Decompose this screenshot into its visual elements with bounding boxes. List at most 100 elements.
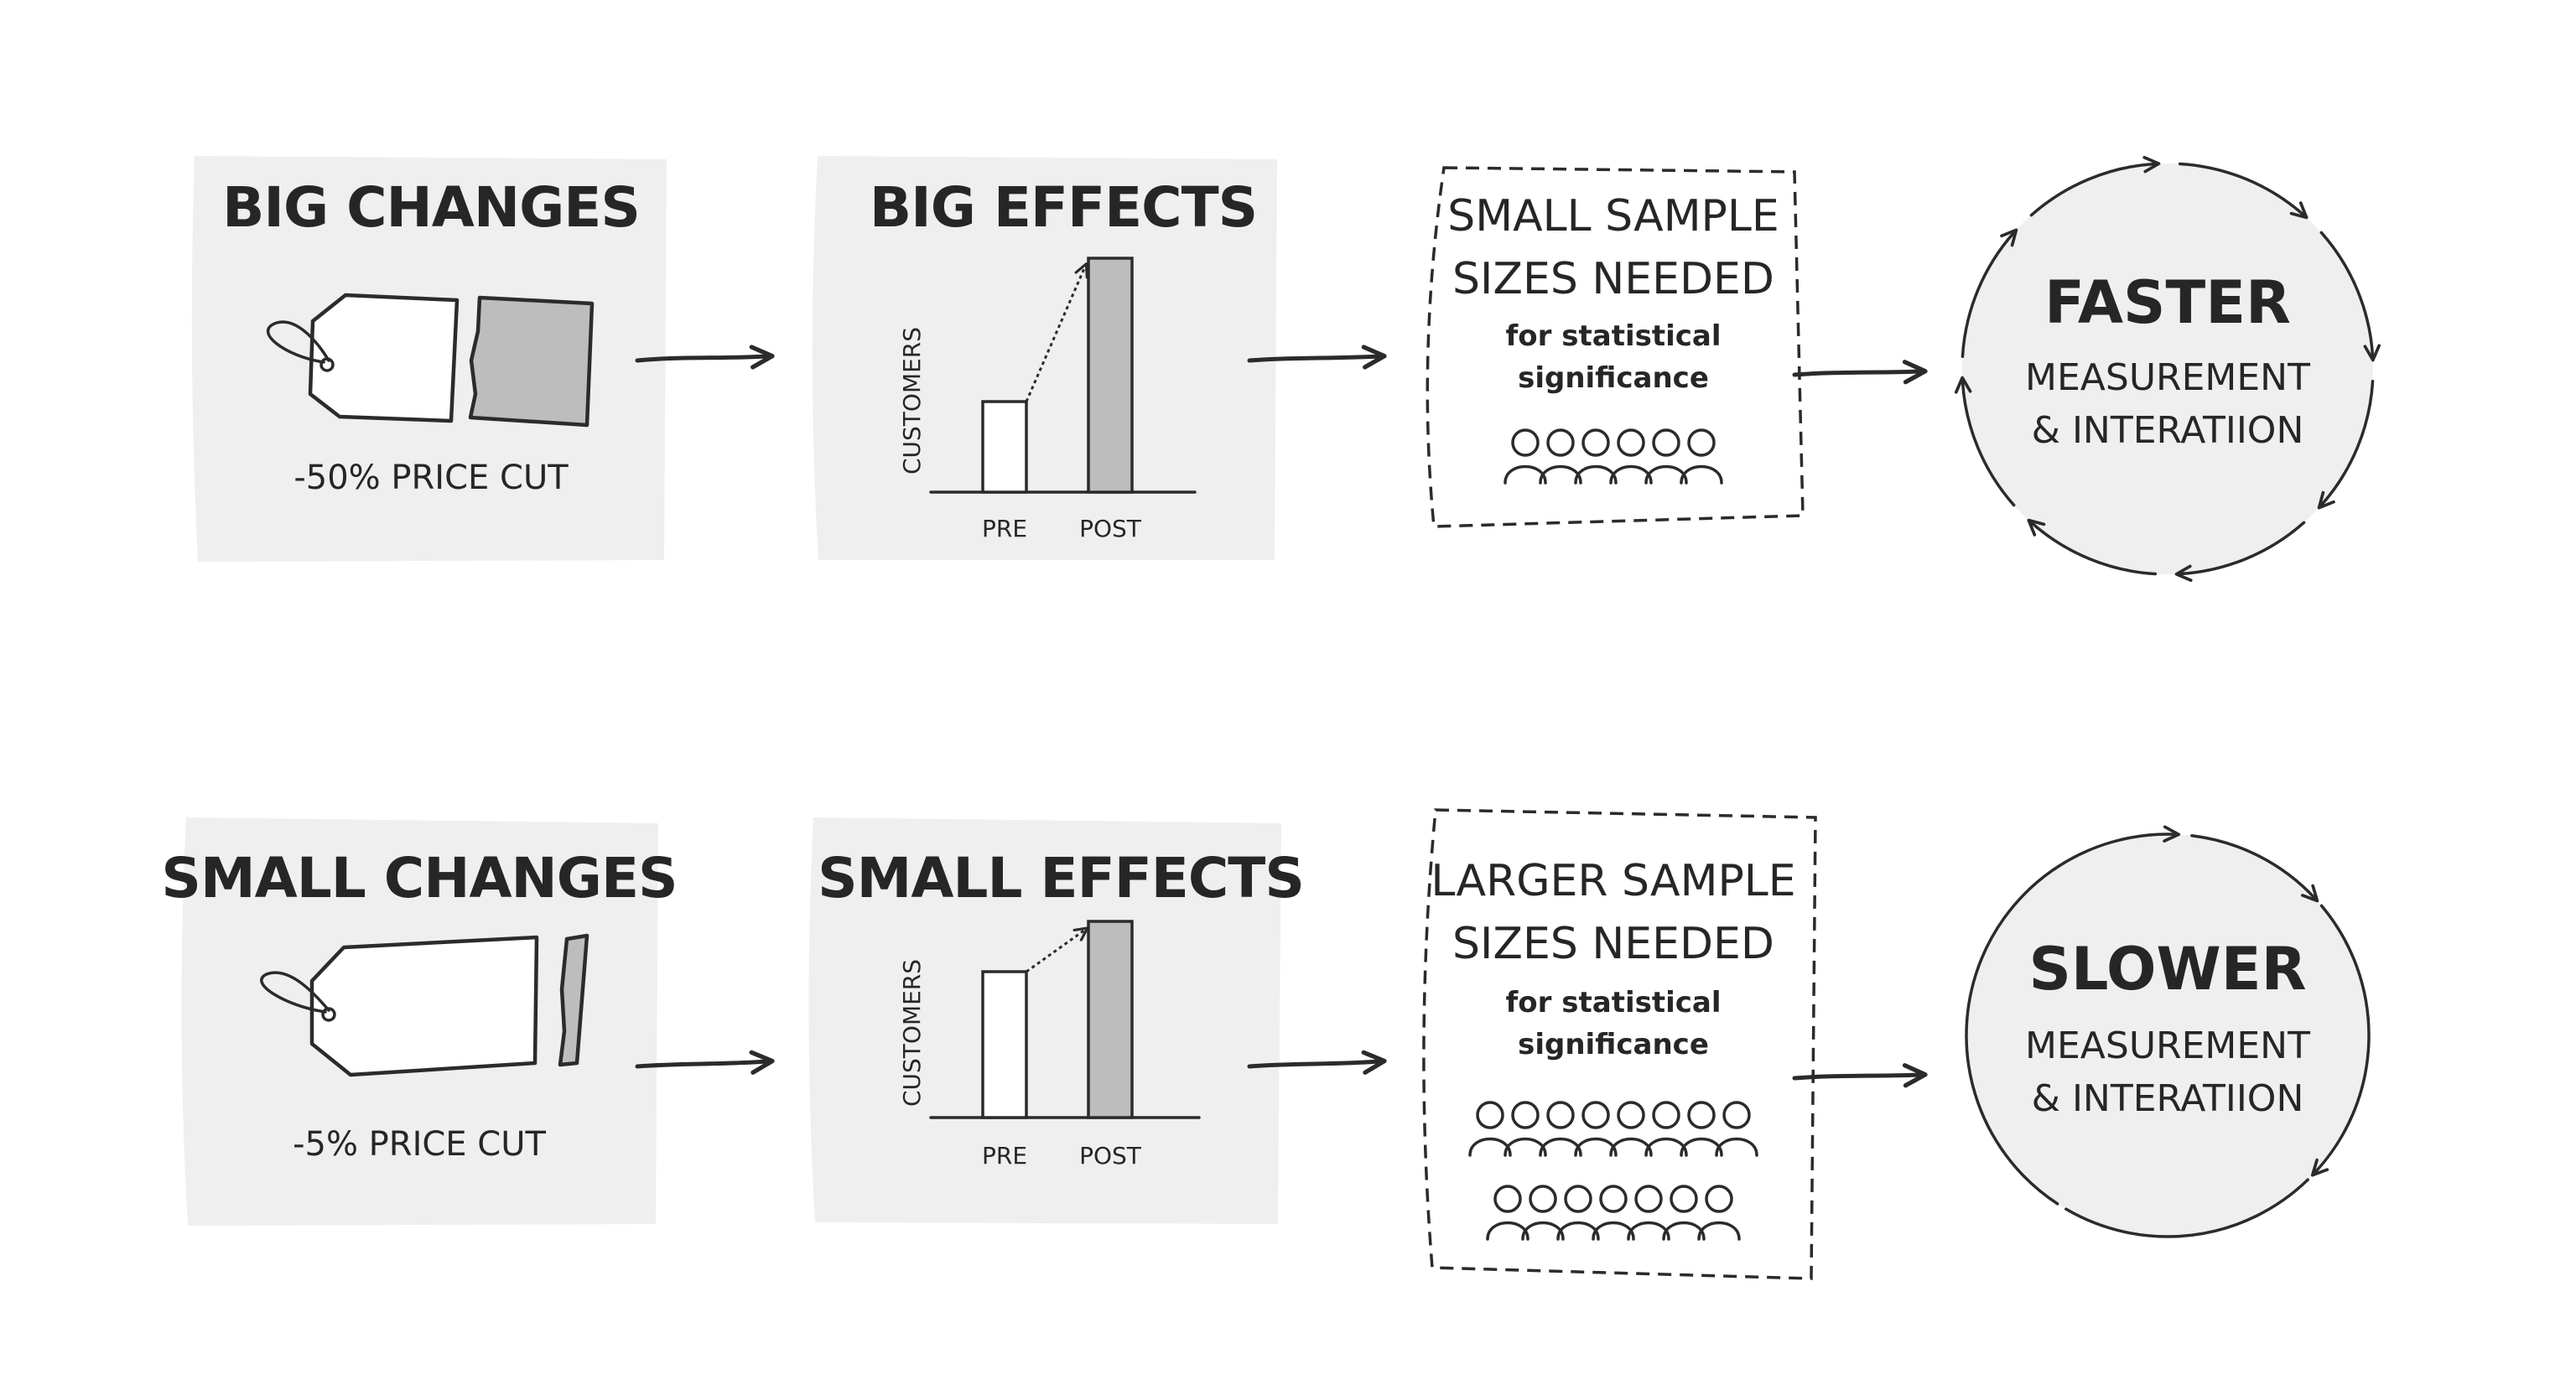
trend-arrow — [1026, 926, 1089, 973]
arrow-right-icon — [1792, 1063, 1928, 1088]
person-icon — [1564, 1185, 1592, 1213]
box-title-line1: LARGER SAMPLE — [1431, 856, 1795, 906]
person-body — [1486, 1221, 1530, 1241]
arrow-right-icon — [1247, 1050, 1387, 1075]
trend-arrow — [1025, 262, 1088, 402]
people-group-icon — [1468, 1101, 1758, 1241]
price-tag-icon — [266, 293, 460, 423]
person-icon — [1652, 1101, 1680, 1129]
person-icon — [1652, 428, 1680, 457]
cycle-line1: MEASUREMENT — [2025, 1024, 2310, 1067]
torn-price-piece — [558, 933, 589, 1067]
cycle-line2: & INTERATIION — [2032, 1077, 2304, 1120]
person-icon — [1546, 428, 1575, 457]
person-icon — [1722, 1101, 1751, 1129]
arrow-right-icon — [1247, 345, 1387, 370]
person-icon — [1493, 1185, 1522, 1213]
torn-price-piece — [468, 295, 595, 428]
panel-caption: -5% PRICE CUT — [293, 1125, 546, 1164]
person-icon — [1634, 1185, 1663, 1213]
person-body — [1627, 1221, 1670, 1241]
person-body — [1644, 464, 1688, 485]
arrow-right-icon — [635, 1050, 775, 1075]
box-title-line1: SMALL SAMPLE — [1447, 191, 1779, 241]
person-body — [1539, 464, 1582, 485]
arrow-right-icon — [635, 345, 775, 370]
cycle-arrow-segment — [2190, 833, 2319, 903]
box-title-line2: SIZES NEEDED — [1452, 254, 1774, 304]
person-body — [1697, 1221, 1741, 1241]
arrow-right-icon — [1792, 360, 1928, 385]
person-body — [1504, 464, 1547, 485]
row-small-changes: SMALL CHANGES -5% PRICE CUT SMALL EFFECT… — [161, 808, 2371, 1280]
person-icon — [1687, 1101, 1716, 1129]
cycle-line1: MEASUREMENT — [2025, 356, 2310, 399]
person-body — [1609, 1137, 1653, 1157]
x-label-post: POST — [1079, 1142, 1142, 1170]
person-icon — [1546, 1101, 1575, 1129]
bar-chart: CUSTOMERS PRE POST — [898, 257, 1197, 542]
cycle-arrow-segment — [2174, 521, 2306, 583]
sample-size-box: LARGER SAMPLE SIZES NEEDED for statistic… — [1422, 808, 1817, 1280]
x-label-pre: PRE — [982, 515, 1027, 542]
person-body — [1556, 1221, 1600, 1241]
box-note-line1: for statistical — [1506, 986, 1722, 1019]
cycle-slower: SLOWER MEASUREMENT & INTERATIION — [1965, 825, 2371, 1238]
cycle-arrow-segment — [1965, 825, 2181, 1206]
person-body — [1680, 464, 1723, 485]
cycle-title: SLOWER — [2029, 935, 2307, 1004]
person-body — [1504, 1137, 1547, 1157]
cycle-arrow-segment — [2029, 155, 2161, 217]
bar-post — [1087, 257, 1134, 494]
person-icon — [1511, 428, 1540, 457]
cycle-arrow-segment — [1954, 376, 2016, 507]
y-axis-label: CUSTOMERS — [898, 959, 926, 1107]
person-icon — [1617, 1101, 1645, 1129]
person-body — [1715, 1137, 1758, 1157]
box-note-line1: for statistical — [1506, 319, 1722, 353]
person-body — [1609, 464, 1653, 485]
cycle-arrow-segment — [2064, 1178, 2309, 1238]
box-title-line2: SIZES NEEDED — [1452, 919, 1774, 969]
bar-pre — [981, 400, 1028, 494]
row-big-changes: BIG CHANGES -50% PRICE CUT BIG EFFECTS C… — [191, 155, 2381, 583]
panel-big-changes: BIG CHANGES -50% PRICE CUT — [191, 156, 667, 562]
cycle-arrow-segment — [2310, 904, 2371, 1177]
bar-pre — [981, 970, 1028, 1119]
person-icon — [1687, 428, 1716, 457]
person-icon — [1511, 1101, 1540, 1129]
person-body — [1521, 1221, 1565, 1241]
person-body — [1574, 464, 1618, 485]
box-note-line2: significance — [1518, 1028, 1709, 1061]
panel-caption: -50% PRICE CUT — [293, 459, 569, 497]
person-body — [1644, 1137, 1688, 1157]
y-axis-label: CUSTOMERS — [898, 327, 926, 475]
person-icon — [1581, 428, 1610, 457]
sample-size-box: SMALL SAMPLE SIZES NEEDED for statistica… — [1426, 166, 1805, 528]
cycle-arrow-segment — [2319, 231, 2381, 362]
person-body — [1680, 1137, 1723, 1157]
person-icon — [1529, 1185, 1557, 1213]
panel-big-effects: BIG EFFECTS CUSTOMERS PRE POST — [812, 156, 1277, 560]
person-body — [1539, 1137, 1582, 1157]
panel-title: SMALL EFFECTS — [818, 846, 1304, 910]
person-body — [1574, 1137, 1618, 1157]
person-body — [1662, 1221, 1706, 1241]
person-body — [1592, 1221, 1635, 1241]
person-icon — [1617, 428, 1645, 457]
person-icon — [1670, 1185, 1698, 1213]
cycle-arrow-segment — [2027, 518, 2158, 576]
panel-title: BIG EFFECTS — [870, 175, 1257, 240]
price-tag-icon — [260, 935, 539, 1077]
cycle-line2: & INTERATIION — [2032, 409, 2304, 452]
cycle-arrow-segment — [1961, 228, 2018, 359]
x-label-post: POST — [1079, 515, 1142, 542]
person-body — [1468, 1137, 1512, 1157]
panel-title: BIG CHANGES — [222, 175, 640, 240]
cycle-arrow-segment — [2317, 379, 2375, 510]
person-icon — [1476, 1101, 1504, 1129]
cycle-arrows-icon — [1954, 155, 2381, 583]
cycle-title: FASTER — [2044, 268, 2291, 337]
x-label-pre: PRE — [982, 1142, 1027, 1170]
